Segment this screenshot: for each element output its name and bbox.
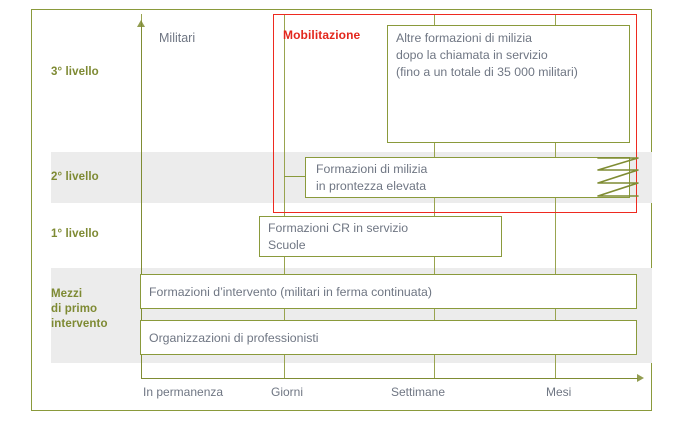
gridline-giorni [284, 14, 285, 378]
mobilitazione-label: Mobilitazione [283, 28, 361, 42]
row-label-livello3: 3° livello [51, 66, 99, 78]
box-formazioni-cr-text: Formazioni CR in servizio Scuole [268, 221, 409, 252]
y-axis-title: Militari [159, 31, 196, 45]
xtick-label-in-permanenza: In permanenza [143, 385, 224, 399]
box-formazioni-cr [259, 216, 502, 257]
box-altre-formazioni-text: Altre formazioni di milizia dopo la chia… [396, 31, 578, 79]
xtick-label-settimane: Settimane [391, 385, 446, 399]
y-axis-arrow-icon [137, 20, 145, 27]
box-formazioni-intervento [140, 274, 637, 309]
x-axis-line [141, 378, 638, 379]
box-formazioni-prontezza-text: Formazioni di milizia in prontezza eleva… [316, 162, 428, 193]
row-label-livello1: 1° livello [51, 228, 99, 240]
box-organizzazioni-professionisti [140, 320, 637, 355]
row-label-mezzi-primo-intervento: Mezzi di primo intervento [51, 288, 108, 330]
box-formazioni-intervento-text: Formazioni d’intervento (militari in fer… [149, 285, 432, 299]
xtick-label-mesi: Mesi [546, 385, 572, 399]
connector-prontezza-stub [284, 176, 306, 177]
box-formazioni-prontezza [305, 157, 630, 198]
box-organizzazioni-professionisti-text: Organizzazioni di professionisti [149, 331, 319, 345]
y-axis-line [141, 24, 142, 378]
torn-edge-zigzag-icon [597, 157, 639, 197]
xtick-label-giorni: Giorni [271, 385, 304, 399]
row-label-livello2: 2° livello [51, 171, 99, 183]
x-axis-arrow-icon [637, 374, 644, 382]
box-altre-formazioni [387, 25, 630, 143]
mobilitazione-highlight-frame [273, 14, 637, 213]
